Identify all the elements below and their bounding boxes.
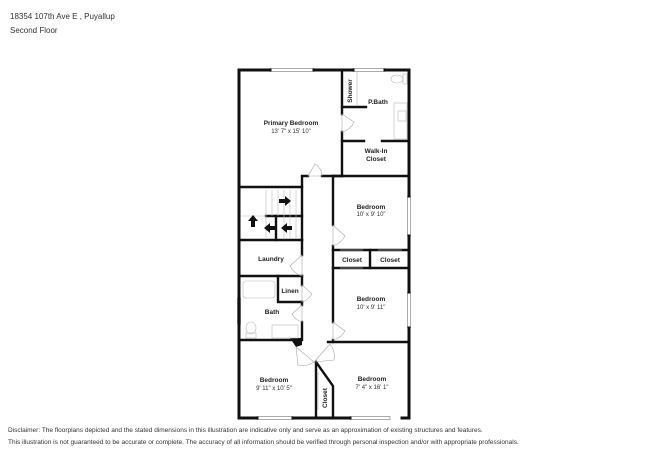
label-shower: Shower — [347, 79, 354, 103]
label-primary-bedroom: Primary Bedroom — [264, 120, 319, 127]
label-p-bath: P.Bath — [368, 99, 388, 106]
window-bedroom1 — [407, 195, 411, 237]
room-labels: Primary Bedroom 13' 7" x 15' 10" Shower … — [256, 79, 401, 408]
label-walk-in-line1: Walk-In — [365, 148, 388, 155]
label-laundry: Laundry — [258, 256, 284, 263]
label-bedroom-3: Bedroom — [260, 377, 289, 384]
label-bedroom-4: Bedroom — [358, 376, 387, 383]
label-bedroom-2: Bedroom — [357, 296, 386, 303]
dims-bedroom-2: 10' x 9' 11" — [357, 305, 386, 311]
dims-bedroom-4: 7' 4" x 16' 1" — [356, 385, 389, 391]
label-closet-1: Closet — [342, 257, 363, 264]
window-bedroom4 — [349, 416, 391, 420]
label-closet-2: Closet — [380, 257, 401, 264]
sink-icon — [397, 110, 407, 122]
label-closet-3: Closet — [322, 387, 329, 408]
arrow-left-icon — [281, 223, 292, 233]
window-primary-top — [269, 68, 315, 72]
label-linen: Linen — [281, 288, 298, 295]
arrow-up-icon — [248, 215, 258, 227]
label-bedroom-1: Bedroom — [357, 204, 386, 211]
arrow-left-icon — [264, 223, 275, 233]
door-swings — [289, 113, 402, 366]
window-bedroom3 — [256, 416, 294, 420]
disclaimer: Disclaimer: The floorplans depicted and … — [8, 425, 519, 449]
exterior-walls — [237, 68, 411, 420]
disclaimer-line-2: This illustration is not guaranteed to b… — [8, 439, 519, 446]
dims-primary-bedroom: 13' 7" x 15' 10" — [271, 129, 311, 135]
dims-bedroom-1: 10' x 9' 10" — [356, 212, 385, 218]
label-walk-in-line2: Closet — [366, 156, 387, 163]
address-text: 18354 107th Ave E , Puyallup — [10, 12, 115, 21]
disclaimer-line-1: Disclaimer: The floorplans depicted and … — [8, 427, 483, 434]
stair-arrows — [248, 196, 292, 233]
floor-label: Second Floor — [10, 26, 58, 35]
arrow-right-icon — [279, 196, 291, 206]
dims-bedroom-3: 9' 11" x 10' 5" — [256, 386, 292, 392]
window-bedroom2 — [407, 291, 411, 329]
label-bath: Bath — [265, 309, 279, 316]
listing-header: 18354 107th Ave E , Puyallup Second Floo… — [10, 10, 115, 38]
interior-walls — [237, 68, 411, 420]
toilet-icon — [390, 73, 408, 85]
window-pbath-top — [352, 68, 386, 72]
